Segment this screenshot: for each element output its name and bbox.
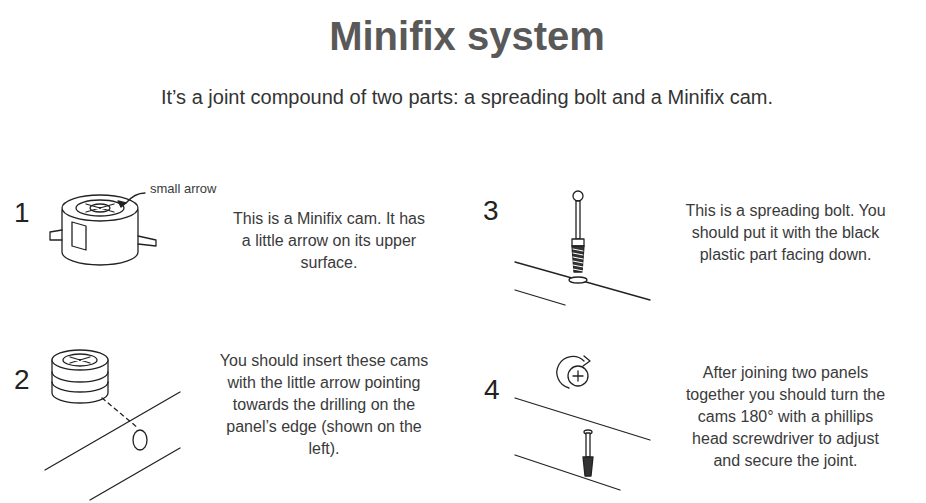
callout-number: 2	[14, 363, 44, 397]
spreading-bolt	[515, 191, 650, 305]
title: Minifix system	[4, 12, 926, 60]
minifix-cam	[50, 193, 156, 265]
leader-line	[126, 193, 145, 203]
callout-number: 3	[483, 194, 513, 228]
note: You should insert these cams with the li…	[210, 350, 438, 460]
note: After joining two panels together you sh…	[682, 362, 889, 472]
caption: It’s a joint compound of two parts: a sp…	[4, 84, 926, 110]
turn-cam	[515, 356, 650, 490]
part-name: small arrow	[150, 181, 250, 197]
cam-insertion	[45, 350, 180, 500]
note: This is a Minifix cam. It has a little a…	[229, 208, 429, 274]
callout-number: 1	[14, 196, 44, 230]
note: This is a spreading bolt. You should put…	[677, 200, 894, 266]
callout-number: 4	[484, 373, 514, 407]
